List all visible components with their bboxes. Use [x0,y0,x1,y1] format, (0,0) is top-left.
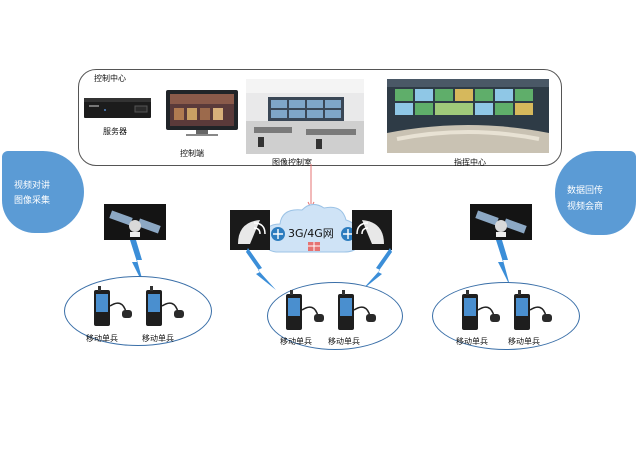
console-label: 控制端 [180,149,204,158]
right-antenna-icon [352,210,392,250]
network-label: 3G/4G网 [288,227,334,240]
left-bubble-line2: 图像采集 [14,196,51,206]
mobile-terminal-device [514,290,552,330]
command-center-image [387,79,549,153]
unit-label: 移动单兵 [328,337,360,346]
center-left-signal-bolt [246,248,276,290]
right-bubble-line2: 视频会商 [567,202,604,212]
left-bubble-line1: 视频对讲 [14,181,51,191]
right-bubble-line1: 数据回传 [567,186,604,196]
left-antenna-icon [230,210,270,250]
left-signal-bolt [130,240,144,286]
mobile-terminal-device [286,290,324,330]
mobile-terminal-device [94,286,132,326]
image-room-label: 图像控制室 [272,158,312,167]
server-label: 服务器 [103,127,127,136]
mobile-terminal-device [338,290,376,330]
left-unit-group [64,276,212,346]
unit-label: 移动单兵 [508,337,540,346]
right-satellite-icon [470,204,532,240]
right-unit-group [432,282,580,350]
center-right-signal-bolt [362,248,392,290]
server-image [84,98,151,118]
unit-label: 移动单兵 [142,334,174,343]
unit-label: 移动单兵 [456,337,488,346]
right-signal-bolt [496,240,510,286]
command-center-label: 指挥中心 [454,158,486,167]
image-control-room-image [246,79,364,154]
control-center-title: 控制中心 [94,74,126,83]
left-satellite-icon [104,204,166,240]
unit-label: 移动单兵 [86,334,118,343]
left-feature-bubble [2,151,84,233]
right-feature-bubble [555,151,636,235]
mobile-terminal-device [462,290,500,330]
unit-label: 移动单兵 [280,337,312,346]
console-monitor-image [166,90,238,136]
mobile-terminal-device [146,286,184,326]
